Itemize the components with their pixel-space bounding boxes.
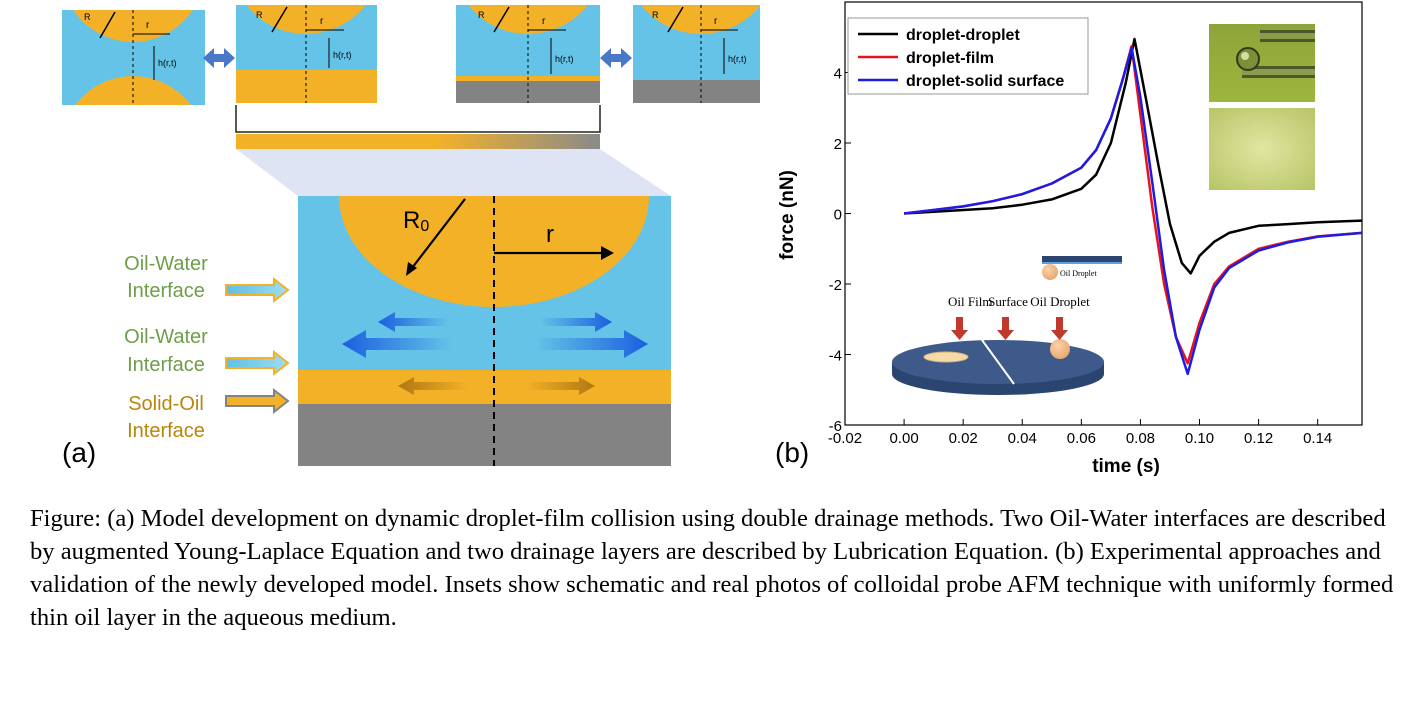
series-layer — [903, 37, 1363, 376]
interface-label-line2: Interface — [127, 420, 205, 442]
interface-arrow-icon — [225, 276, 290, 304]
thumb-r-label: r — [714, 16, 718, 27]
y-tick-label: 0 — [834, 207, 842, 224]
thumb-r-label: r — [320, 16, 324, 27]
thumb-h-label: h(r,t) — [728, 54, 747, 64]
flow-arrow-left-upper — [378, 312, 448, 332]
x-axis-ticks: -0.02 0.00 0.02 0.04 0.06 0.08 0.10 0.12 0.14 — [828, 419, 1332, 447]
x-tick-label: 0.04 — [1008, 430, 1037, 447]
thumb-h-label: h(r,t) — [158, 58, 177, 68]
thumb-r-label: r — [146, 20, 150, 31]
x-tick-label: 0.02 — [949, 430, 978, 447]
double-arrow-icon — [600, 48, 632, 68]
thumb-droplet-film: R r h(r,t) — [236, 5, 377, 103]
x-tick-label: -0.02 — [828, 430, 862, 447]
y-tick-label: -2 — [829, 277, 842, 294]
panel-a-label: (a) — [62, 437, 96, 468]
film-bracket — [235, 105, 601, 149]
inset-small-label: Oil Droplet — [1060, 269, 1097, 278]
thumb-radius-label: R — [256, 10, 263, 20]
flow-arrow-right-upper — [540, 312, 612, 332]
thumb-droplet-solid: R r h(r,t) — [633, 5, 760, 103]
oil-flow-arrow-right — [526, 377, 595, 395]
interface-label-oil-water-1: Oil-Water Interface — [124, 253, 290, 304]
x-tick-label: 0.00 — [889, 430, 918, 447]
chart-legend: droplet-droplet droplet-film droplet-sol… — [847, 17, 1089, 95]
y-axis-label: force (nN) — [777, 170, 798, 260]
x-tick-label: 0.12 — [1244, 430, 1273, 447]
thumb-r-label: r — [542, 16, 546, 27]
pointer-arrow-icon — [1051, 317, 1068, 340]
x-tick-label: 0.06 — [1067, 430, 1096, 447]
x-tick-label: 0.08 — [1126, 430, 1155, 447]
zoomed-schematic: R0 r — [298, 196, 671, 466]
panel-a-schematic: R r h(r,t) R r h(r,t) R r h(r,t) — [62, 5, 760, 468]
y-tick-label: -4 — [829, 348, 842, 365]
panel-b-force-chart: Oil Film Surface Oil Droplet Oil Droplet… — [775, 1, 1363, 477]
x-axis-label: time (s) — [1092, 456, 1160, 477]
interface-label-line1: Oil-Water — [124, 253, 208, 275]
interface-arrow-icon — [225, 349, 290, 377]
interface-label-line2: Interface — [127, 280, 205, 302]
y-tick-label: -6 — [829, 418, 842, 435]
legend-label-1: droplet-film — [906, 50, 994, 67]
thumb-h-label: h(r,t) — [555, 54, 574, 64]
pointer-arrow-icon — [997, 317, 1014, 340]
panel-b-label: (b) — [775, 437, 809, 468]
interface-label-oil-water-2: Oil-Water Interface — [124, 326, 290, 377]
thumb-radius-label: R — [478, 10, 485, 20]
thumb-droplet-film-solid: R r h(r,t) — [456, 5, 600, 103]
inset-label-oil-droplet: Oil Droplet — [1030, 294, 1090, 309]
oil-layer-photo — [1209, 108, 1315, 190]
inset-label-surface: Surface — [988, 294, 1028, 309]
zoom-projection — [236, 149, 671, 196]
legend-label-2: droplet-solid surface — [906, 73, 1064, 90]
figure-caption: Figure: (a) Model development on dynamic… — [30, 505, 1394, 631]
thumb-radius-label: R — [84, 12, 91, 22]
series-line-droplet-droplet — [904, 37, 1363, 275]
thumb-h-label: h(r,t) — [333, 50, 352, 60]
interface-label-line2: Interface — [127, 354, 205, 376]
y-axis-ticks: -6 -4 -2 0 2 4 — [829, 66, 851, 435]
inset-label-oil-film: Oil Film — [948, 294, 992, 309]
thumb-radius-label: R — [652, 10, 659, 20]
flow-arrow-right-lower — [536, 330, 648, 358]
series-line-droplet-solid-surface — [903, 46, 1363, 376]
interface-label-line1: Solid-Oil — [128, 393, 204, 415]
x-tick-label: 0.10 — [1185, 430, 1214, 447]
radial-label: r — [546, 221, 554, 248]
flow-arrow-left-lower — [342, 330, 452, 358]
legend-label-0: droplet-droplet — [906, 27, 1020, 44]
photo-insets — [1209, 24, 1315, 190]
afm-schematic-inset: Oil Film Surface Oil Droplet Oil Droplet — [892, 256, 1122, 395]
thumb-droplet-droplet: R r h(r,t) — [62, 10, 205, 105]
pointer-arrow-icon — [951, 317, 968, 340]
y-tick-label: 4 — [834, 66, 842, 83]
oil-flow-arrow-left — [398, 377, 468, 395]
interface-arrow-icon — [225, 387, 290, 415]
interface-label-line1: Oil-Water — [124, 326, 208, 348]
x-tick-label: 0.14 — [1303, 430, 1332, 447]
double-arrow-icon — [203, 48, 235, 68]
interface-label-solid-oil: Solid-Oil Interface — [127, 387, 290, 442]
radius-label: R0 — [403, 207, 429, 235]
y-tick-label: 2 — [834, 136, 842, 153]
